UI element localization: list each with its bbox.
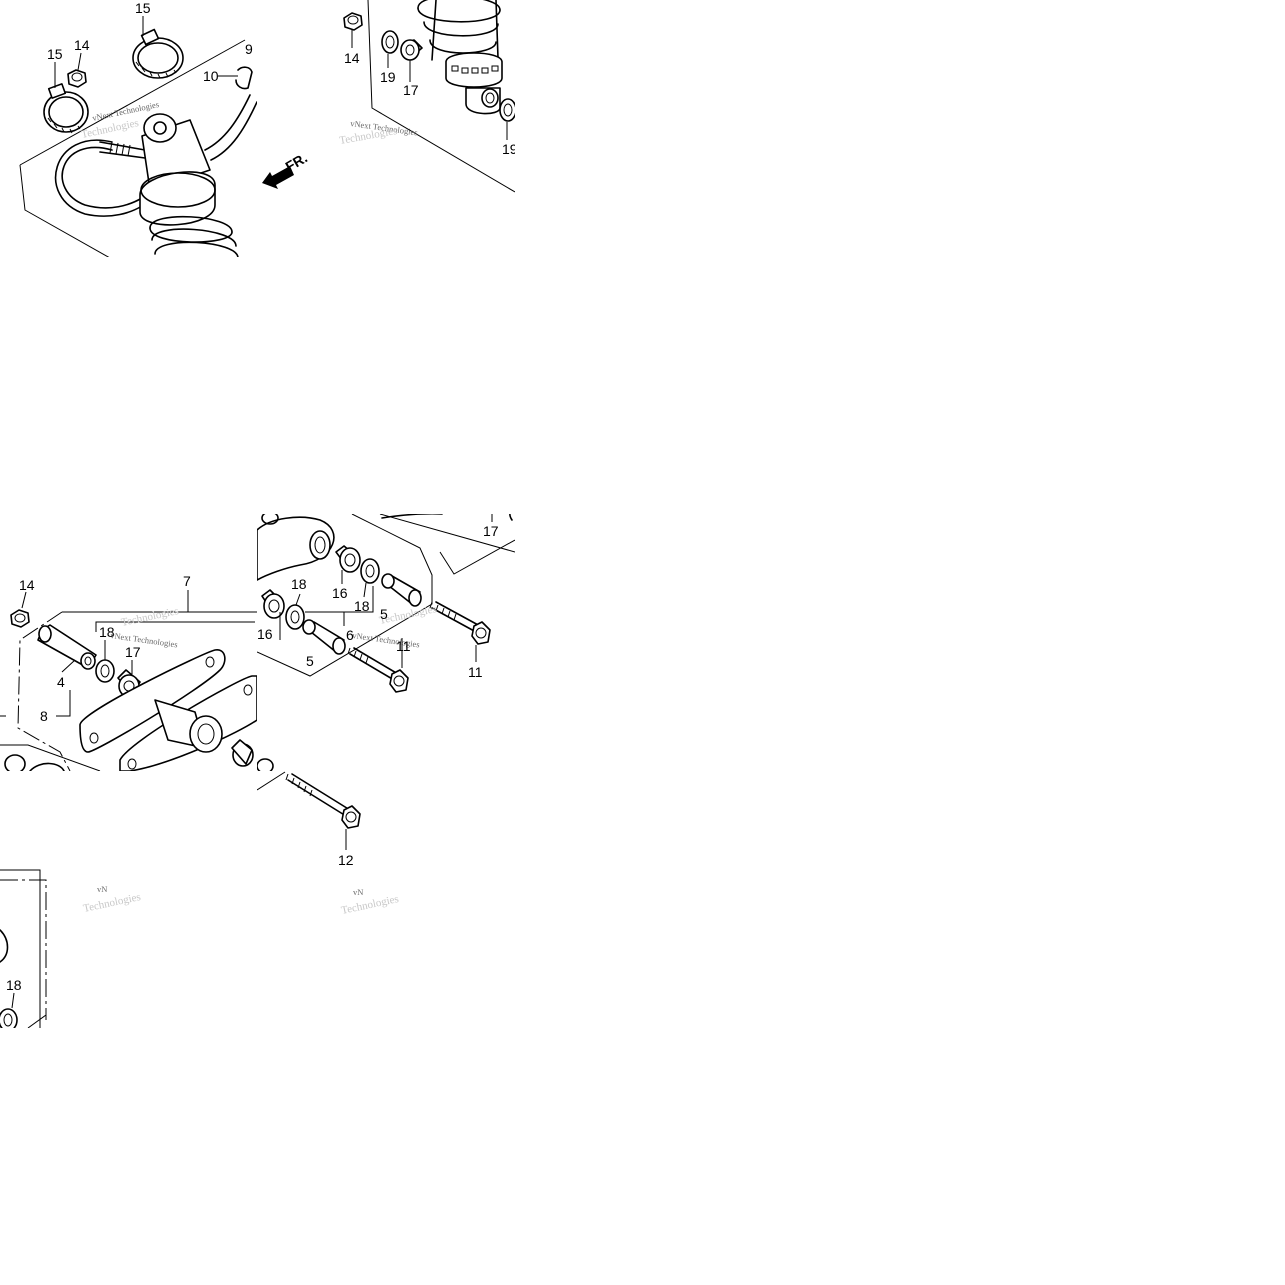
callout-15: 15 [135,0,151,16]
callout-5: 5 [306,653,314,669]
flange-nut-icon [10,609,30,628]
callout-11: 11 [396,638,411,654]
watermark-faint-text: Technologies [340,893,400,917]
band-clamp-icon [132,28,184,79]
flange-nut-icon [343,12,363,31]
collar-icon [302,619,346,655]
callout-8: 8 [40,708,48,724]
callout-17: 17 [403,82,419,98]
washer-icon [360,558,380,584]
tile-shock-lower: vNext Technologies Technologies 14 19 17… [338,0,518,193]
callout-19: 19 [502,141,518,157]
tile-linkage: vNext Technologies Technologies 17 18 16… [257,514,515,771]
callout-16: 16 [257,626,273,642]
bushing-icon [400,39,423,61]
callout-17: 17 [125,644,141,660]
tile-shock-upper: FR. vNext Technologies Technologies 15 1… [19,0,257,257]
callout-18: 18 [99,624,115,640]
callout-19: 19 [380,69,396,85]
callout-11: 11 [468,664,483,680]
flange-bolt-icon [347,647,409,693]
washer-icon [0,1008,18,1028]
watermark-faint-text: Technologies [82,891,142,915]
bushing-icon [335,545,361,573]
callout-10: 10 [203,68,219,84]
washer-icon [381,30,399,54]
callout-7: 7 [183,573,191,589]
callout-6: 6 [346,627,354,643]
callout-9: 9 [245,41,253,57]
front-direction-marker: FR. [262,149,310,189]
bushing-icon [231,739,254,767]
watermark-text: vNext Technologies [110,630,179,649]
flange-nut-icon [67,69,87,88]
callout-15: 15 [47,46,63,62]
callout-4: 4 [57,674,65,690]
tile-shock-arm: vNext Technologies Technologies 14 7 18 … [0,573,257,771]
callout-5: 5 [380,606,388,622]
callout-18: 18 [291,576,307,592]
collar-icon [381,573,422,607]
callout-18: 18 [354,598,370,614]
watermark-text: vN [97,884,107,894]
callout-14: 14 [74,37,90,53]
callout-12: 12 [338,852,354,868]
tile-long-bolt: vN Technologies 12 [257,771,400,917]
callout-14: 14 [344,50,360,66]
band-clamp-icon [43,83,89,134]
washer-icon [95,659,115,683]
callout-14: 14 [19,577,35,593]
callout-17: 17 [483,523,499,539]
flange-bolt-icon [285,773,361,829]
washer-icon [285,604,305,630]
watermark-text: vN [353,887,363,897]
watermark-faint-text: Technologies [80,117,140,141]
callout-18: 18 [6,977,22,993]
shock-arm-icon [79,649,257,771]
washer-icon [499,98,515,122]
watermark-faint-text: Technologies [120,605,180,629]
callout-16: 16 [332,585,348,601]
bushing-icon [261,589,285,619]
tile-frame-fragment: vN Technologies 18 [0,869,142,1028]
collar-icon [37,624,97,670]
flange-bolt-icon [429,601,491,645]
